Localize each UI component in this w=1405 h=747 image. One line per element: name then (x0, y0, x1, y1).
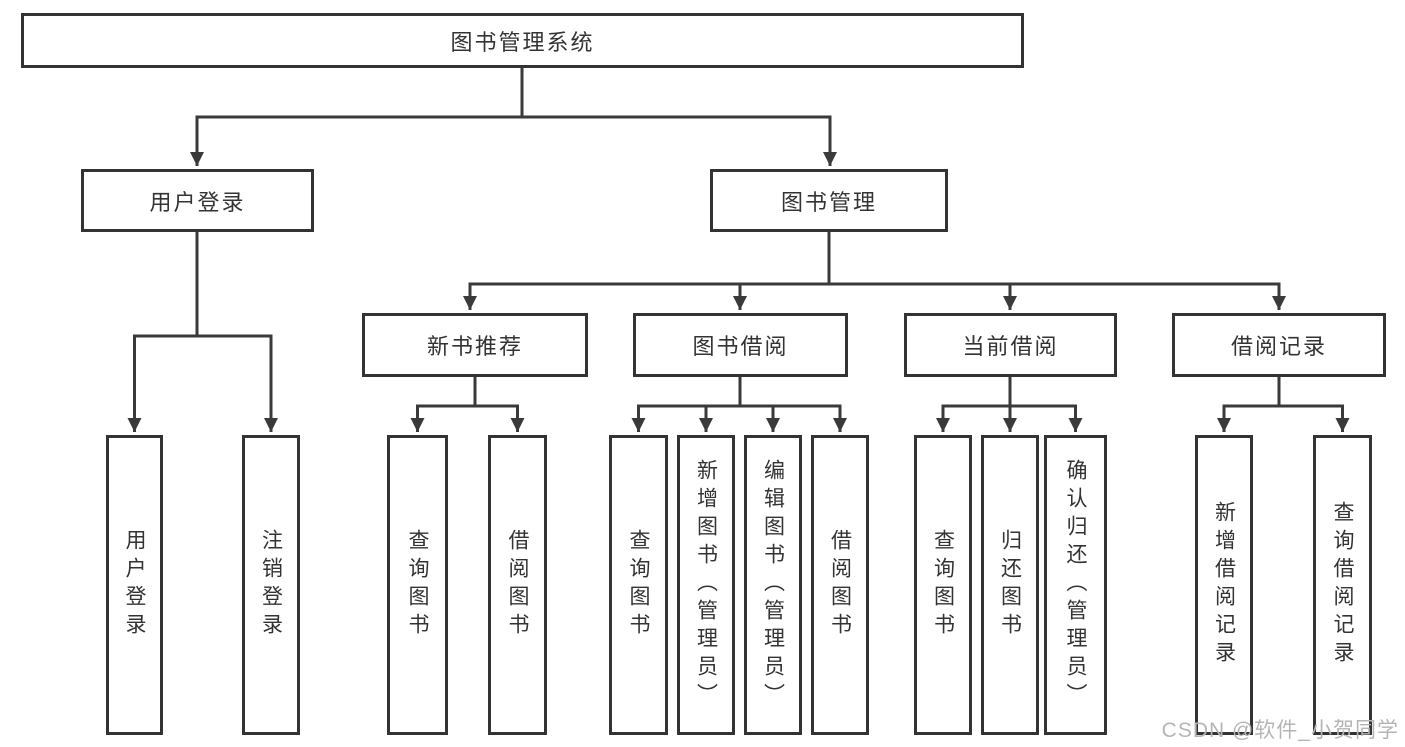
leaf-borrow-books-recommend: 借阅图书 (488, 435, 547, 735)
node-new-book-recommend: 新书推荐 (362, 313, 588, 377)
leaf-query-books-current: 查询图书 (914, 435, 972, 735)
leaf-add-borrow-record: 新增借阅记录 (1195, 435, 1253, 735)
leaf-query-books-recommend: 查询图书 (387, 435, 448, 735)
leaf-logout: 注销登录 (242, 435, 300, 735)
leaf-confirm-return-admin: 确认归还（管理员） (1044, 435, 1107, 735)
leaf-user-login: 用户登录 (106, 435, 163, 735)
leaf-return-books: 归还图书 (981, 435, 1039, 735)
csdn-watermark: CSDN @软件_小贺同学 (1161, 719, 1399, 742)
leaf-add-books-admin: 新增图书（管理员） (677, 435, 735, 735)
node-root-library-system: 图书管理系统 (21, 13, 1024, 68)
leaf-query-borrow-record: 查询借阅记录 (1313, 435, 1372, 735)
leaf-query-books-borrow: 查询图书 (609, 435, 668, 735)
node-current-borrow: 当前借阅 (904, 313, 1117, 377)
node-book-borrow: 图书借阅 (633, 313, 848, 377)
leaf-edit-books-admin: 编辑图书（管理员） (744, 435, 802, 735)
leaf-borrow-books: 借阅图书 (811, 435, 869, 735)
node-book-management: 图书管理 (710, 169, 948, 232)
node-borrow-records: 借阅记录 (1172, 313, 1386, 377)
node-user-login: 用户登录 (81, 169, 314, 232)
